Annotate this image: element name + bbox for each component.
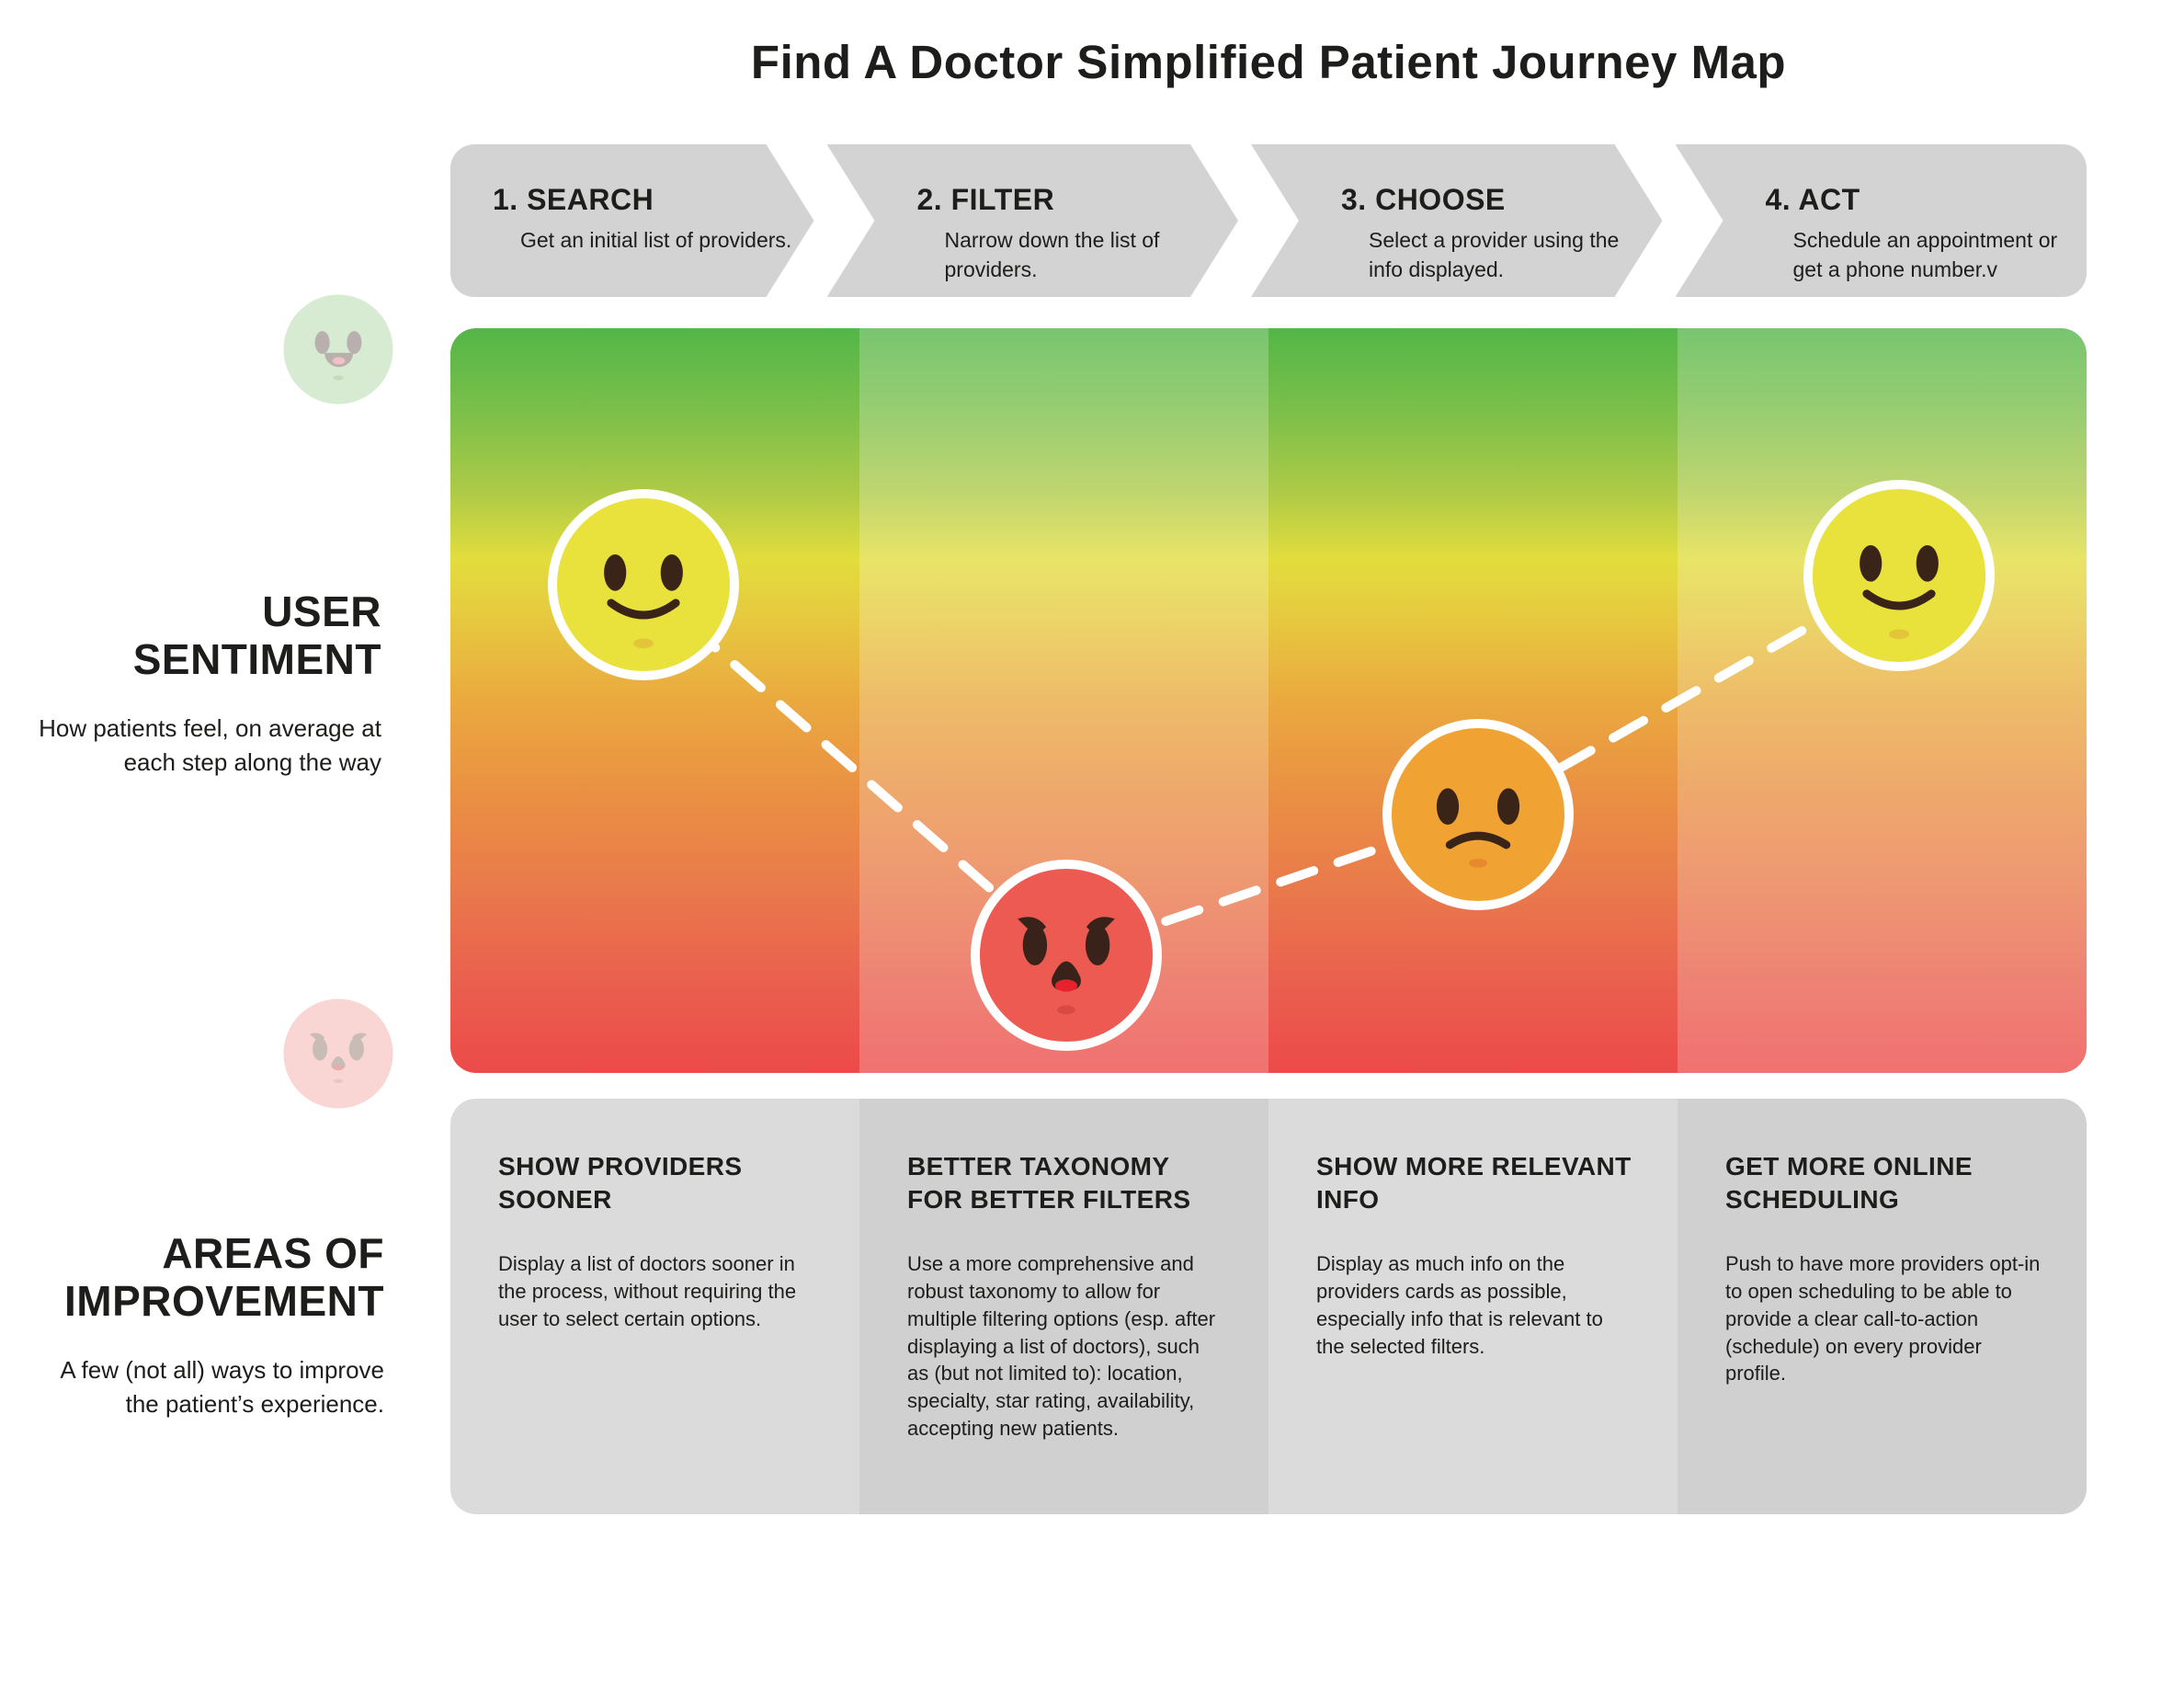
improvement-body: Push to have more providers opt-in to op… bbox=[1725, 1251, 2041, 1386]
improvement-body: Use a more comprehensive and robust taxo… bbox=[907, 1251, 1216, 1441]
user-sentiment-heading: USER SENTIMENT bbox=[132, 587, 381, 683]
sentiment-scale-angry-icon bbox=[281, 997, 395, 1111]
areas-of-improvement-heading: AREAS OF IMPROVEMENT bbox=[64, 1229, 384, 1325]
step-act-description: Schedule an appointment or get a phone n… bbox=[1792, 228, 2058, 281]
step-search: 1. SEARCH Get an initial list of provide… bbox=[450, 144, 814, 297]
step-filter-description: Narrow down the list of providers. bbox=[944, 228, 1160, 281]
sentiment-gradient-panel bbox=[450, 328, 2087, 1073]
sentiment-curve-dashed-line bbox=[639, 571, 1904, 961]
step-search-label: 1. SEARCH bbox=[493, 183, 654, 216]
sentiment-scale-happy-icon bbox=[281, 292, 395, 406]
sentiment-face-choose-unhappy bbox=[1377, 713, 1579, 916]
page-title: Find A Doctor Simplified Patient Journey… bbox=[750, 36, 1787, 88]
gradient-column-act bbox=[1678, 328, 2087, 1073]
improvement-body: Display a list of doctors sooner in the … bbox=[498, 1251, 797, 1330]
step-act: 4. ACT Schedule an appointment or get a … bbox=[1675, 144, 2087, 297]
step-filter: 2. FILTER Narrow down the list of provid… bbox=[827, 144, 1239, 297]
areas-of-improvement-subheading: A few (not all) ways to improve the pati… bbox=[60, 1355, 384, 1418]
user-sentiment-subheading: How patients feel, on average at each st… bbox=[39, 713, 381, 776]
step-choose: 3. CHOOSE Select a provider using the in… bbox=[1251, 144, 1663, 297]
improvement-show-more-relevant-info: SHOW MORE RELEVANT INFO Display as much … bbox=[1268, 1099, 1678, 1514]
step-choose-description: Select a provider using the info display… bbox=[1369, 228, 1620, 281]
improvement-title: SHOW MORE RELEVANT INFO bbox=[1316, 1152, 1632, 1215]
journey-steps-band: 1. SEARCH Get an initial list of provide… bbox=[450, 144, 2087, 297]
step-search-description: Get an initial list of providers. bbox=[520, 228, 792, 252]
improvement-title: GET MORE ONLINE SCHEDULING bbox=[1725, 1152, 1973, 1215]
improvement-title: BETTER TAXONOMY FOR BETTER FILTERS bbox=[907, 1152, 1191, 1215]
improvement-show-providers-sooner: SHOW PROVIDERS SOONER Display a list of … bbox=[450, 1099, 859, 1514]
sentiment-face-filter-angry bbox=[965, 854, 1167, 1056]
step-act-label: 4. ACT bbox=[1765, 183, 1860, 216]
user-sentiment-label-block: USER SENTIMENT How patients feel, on ave… bbox=[32, 587, 381, 780]
improvement-title: SHOW PROVIDERS SOONER bbox=[498, 1152, 743, 1215]
sentiment-face-act-happy bbox=[1798, 474, 2000, 677]
improvement-body: Display as much info on the providers ca… bbox=[1316, 1251, 1603, 1358]
areas-of-improvement-label-block: AREAS OF IMPROVEMENT A few (not all) way… bbox=[26, 1229, 384, 1421]
step-filter-label: 2. FILTER bbox=[916, 183, 1055, 216]
sentiment-face-search-happy bbox=[542, 484, 745, 686]
improvement-better-taxonomy: BETTER TAXONOMY FOR BETTER FILTERS Use a… bbox=[859, 1099, 1268, 1514]
improvement-band: SHOW PROVIDERS SOONER Display a list of … bbox=[450, 1099, 2087, 1514]
improvement-get-more-online-scheduling: GET MORE ONLINE SCHEDULING Push to have … bbox=[1678, 1099, 2087, 1514]
step-choose-label: 3. CHOOSE bbox=[1341, 183, 1506, 216]
